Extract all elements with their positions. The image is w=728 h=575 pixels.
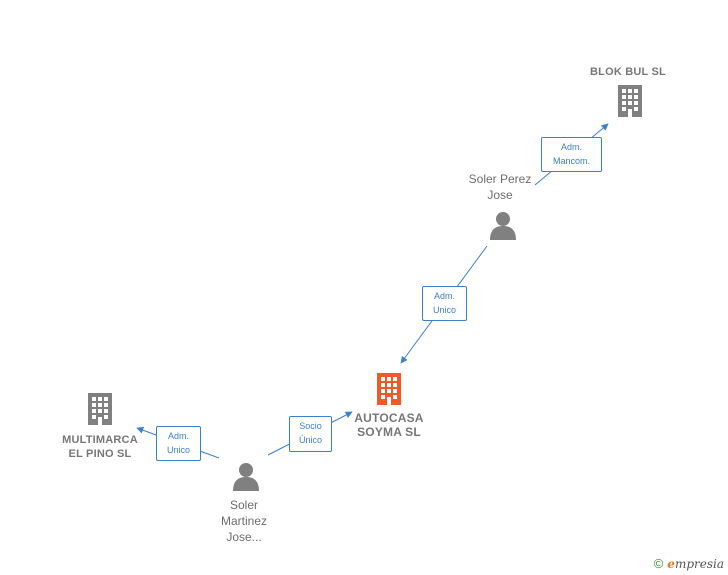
edge-label-adm-unico-martinez[interactable]: Adm. Unico [156,426,201,461]
empresia-logo: empresia [667,557,724,571]
building-icon[interactable] [618,85,642,117]
edge-label-line2: Único [298,435,322,445]
person-icon[interactable] [233,463,259,491]
brand-initial: e [667,556,675,571]
building-icon[interactable] [88,393,112,425]
soler-perez-name-line2: Jose [487,188,513,202]
soler-martinez-name-line1: Soler [229,498,258,512]
brand-rest: mpresia [674,556,724,571]
edge-label-line2: Mancom. [552,156,590,166]
building-icon[interactable] [377,373,401,405]
autocasa-name-line1: AUTOCASA [354,411,424,425]
blok-bul-name: BLOK BUL SL [590,66,666,78]
node-multimarca-label[interactable]: MULTIMARCA EL PINO SL [52,433,148,461]
soler-martinez-name-line2: Martinez [220,514,267,528]
edge-label-line2: Unico [166,445,190,455]
node-soler-martinez-label[interactable]: Soler Martinez Jose... [204,497,284,545]
soler-perez-name-line1: Soler Perez [468,172,532,186]
edge-label-line1: Socio [299,421,322,431]
edge-label-line1: Adm. [560,142,582,152]
soler-martinez-name-line3: Jose... [226,530,262,544]
copyright-symbol: © [653,556,664,571]
person-icon[interactable] [490,212,516,240]
edge-label-socio-unico[interactable]: Socio Único [289,416,332,452]
edge-label-adm-mancom[interactable]: Adm. Mancom. [541,137,602,172]
autocasa-name-line2: SOYMA SL [357,425,421,439]
multimarca-name-line1: MULTIMARCA [62,434,138,446]
empresia-footer: © empresia [654,556,724,571]
node-soler-perez-label[interactable]: Soler Perez Jose [450,171,550,203]
edge-label-line2: Unico [432,305,456,315]
edge-label-adm-unico-perez[interactable]: Adm. Unico [422,286,467,321]
node-blok-bul-label[interactable]: BLOK BUL SL [575,65,681,79]
node-autocasa-label[interactable]: AUTOCASA SOYMA SL [343,411,435,439]
edge-label-line1: Adm. [167,431,189,441]
edge-label-line1: Adm. [433,291,455,301]
multimarca-name-line2: EL PINO SL [68,448,132,460]
